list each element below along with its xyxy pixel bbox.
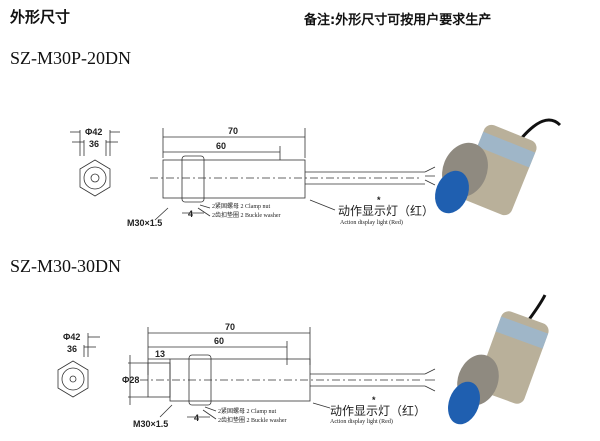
dim-thread: M30×1.5	[133, 419, 168, 429]
model-name-1: SZ-M30P-20DN	[10, 48, 132, 68]
sensor-body	[169, 358, 311, 402]
dim-outer-hex: Φ42	[85, 127, 102, 137]
section-title: 外形尺寸	[10, 8, 71, 26]
dim-nut-width: 4	[194, 413, 199, 423]
dim-outer-hex: Φ42	[63, 332, 80, 342]
dim-head-dia: Φ28	[122, 375, 139, 385]
clamp-nut	[181, 155, 205, 203]
dim-nut-width: 4	[188, 209, 193, 219]
star-mark: *	[377, 195, 381, 205]
dim-head-len: 13	[155, 349, 165, 359]
dimension-drawing-1: Φ42 36 70 60 M30×1.5 4 2紧固螺母 2 Clamp nut…	[70, 118, 562, 228]
sensor-photo	[448, 294, 549, 425]
dim-body: 60	[216, 141, 226, 151]
light-label-cn: 动作显示灯（红）	[330, 403, 426, 418]
clamp-nut-label: 2紧固螺母 2 Clamp nut	[218, 407, 276, 415]
dim-total: 70	[228, 126, 238, 136]
light-label-cn: 动作显示灯（红）	[338, 203, 434, 218]
dim-total: 70	[225, 322, 235, 332]
dimension-drawing-2: Φ42 36 70 60 13 Φ28 M30×1.5 4 2紧固螺母 2 Cl…	[57, 294, 549, 429]
buckle-washer-label: 2齿扣垫圈 2 Buckle washer	[218, 416, 287, 424]
end-view-hex	[70, 130, 120, 197]
dim-inner-hex: 36	[67, 344, 77, 354]
light-label-en: Action display light (Red)	[330, 418, 393, 425]
note: 备注:外形尺寸可按用户要求生产	[304, 13, 492, 28]
end-view-hex	[57, 333, 100, 398]
model-name-2: SZ-M30-30DN	[10, 256, 121, 276]
dim-inner-hex: 36	[89, 139, 99, 149]
clamp-nut-label: 2紧固螺母 2 Clamp nut	[212, 202, 270, 210]
light-label-en: Action display light (Red)	[340, 219, 403, 226]
sensor-body	[162, 159, 306, 199]
buckle-washer-label: 2齿扣垫圈 2 Buckle washer	[212, 211, 281, 219]
sensor-photo	[435, 118, 562, 216]
dim-thread: M30×1.5	[127, 218, 162, 228]
star-mark: *	[372, 395, 376, 405]
dim-body: 60	[214, 336, 224, 346]
